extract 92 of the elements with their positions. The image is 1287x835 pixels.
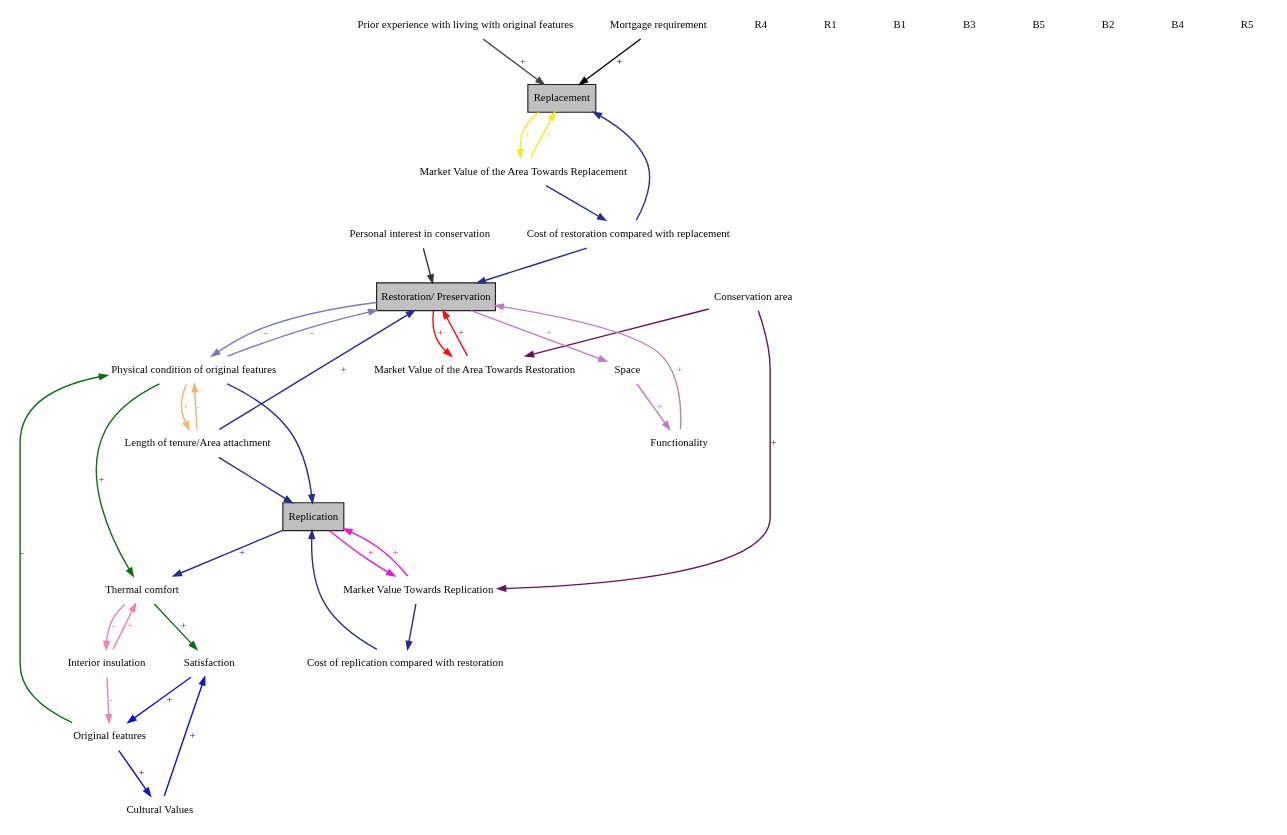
node-text: Physical condition of original features [110,362,276,375]
arrow [153,603,198,651]
edge-label: + [457,326,464,339]
node-text: Cost of restoration compared with replacement [526,227,730,240]
edge-label: + [182,399,189,412]
label: R5 [1240,17,1253,30]
arrow [18,373,109,724]
arrow [95,383,160,578]
node-text: Original features [72,729,146,742]
label: B1 [893,17,906,30]
node-text: Conservation area [713,289,792,302]
edge-label: + [519,54,526,67]
edge-label: - [309,326,314,339]
edge-label: + [165,692,172,705]
arrow [125,676,192,724]
label: B3 [962,17,976,30]
arrow [591,111,650,221]
arrow [523,308,709,358]
edge-label: + [367,546,374,559]
edge-label: + [545,326,552,339]
node-text: Thermal comfort [104,582,179,595]
edge-label: - [263,326,268,339]
edge-label: + [436,326,443,339]
node-box: Restoration/ Preservation [375,282,496,312]
node-text: Market Value of the Area Towards Restoration [373,362,575,375]
arrow [190,381,199,430]
edge-label: + [523,127,531,140]
node-text: Interior insulation [67,656,145,669]
node-text: Personal interest in conservation [349,227,490,240]
arrow [470,309,608,363]
label: R1 [823,17,837,30]
label: B5 [1031,17,1045,30]
arrow [405,603,417,652]
arrow [111,602,136,650]
node-text: Space [614,362,640,375]
edge-label: + [179,619,186,632]
arrow [341,528,408,577]
arrow [226,308,379,357]
label: B2 [1101,17,1114,30]
arrow [474,247,587,284]
edge-label: + [126,619,133,632]
arrow [515,111,539,160]
arrow [225,383,315,505]
arrow [163,675,205,797]
edge-label: + [391,546,399,559]
edge-label: + [770,436,777,449]
node-box: Replication [281,502,344,532]
arrow [218,309,416,430]
label: B4 [1170,17,1184,30]
arrow [492,303,681,430]
arrow [171,529,283,577]
edge-label: + [189,729,196,742]
arrow [635,383,671,431]
arrow [328,530,396,578]
edge-label: + [544,127,551,140]
edge-label: + [138,766,145,779]
node-text: Market Value Towards Replication [342,582,493,595]
node-text: Cost of replication compared with restoration [306,656,503,669]
edge-label: + [97,472,105,485]
edge-label: + [655,399,662,412]
node-text: Functionality [649,436,708,449]
edge-label: - [195,399,200,412]
arrow [209,301,377,358]
arrow [495,310,771,593]
arrow [180,383,190,432]
arrow [431,310,453,358]
arrow [577,38,641,86]
edge-label: + [675,362,683,375]
edge-label: + [238,546,245,559]
label: R4 [754,17,767,30]
arrow [117,749,152,798]
arrow [307,528,378,651]
node-text: Cultural Values [125,802,193,815]
arrow [544,185,607,222]
arrow [102,603,125,652]
arrow [422,247,434,285]
node-text: Prior experience with living with original features [356,17,573,30]
edge-label: - [108,692,113,705]
arrow [104,676,112,725]
node-text: Length of tenure/Area attachment [124,436,271,449]
arrow [217,456,294,504]
arrow [529,110,556,159]
node-text: Satisfaction [183,656,235,669]
edge-label: - [19,546,24,559]
edge-label: + [340,362,347,375]
node-box: Replacement [526,83,596,113]
arrow [481,38,546,86]
edge-label: - [111,619,116,632]
arrow [441,308,468,357]
edge-label: + [615,54,622,67]
node-text: Mortgage requirement [609,17,707,30]
node-text: Market Value of the Area Towards Replacement [418,164,627,177]
